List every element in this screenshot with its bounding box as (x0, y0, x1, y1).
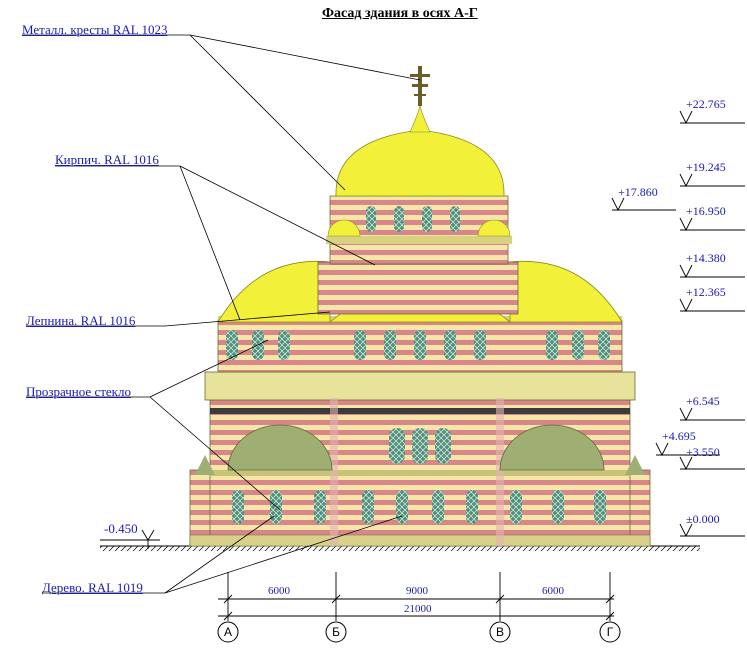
windows (226, 206, 610, 524)
callout-wood: Дерево. RAL 1019 (42, 580, 143, 595)
callout-glass: Прозрачное стекло (26, 384, 131, 399)
callout-brick: Кирпич. RAL 1016 (55, 152, 159, 167)
level-mark: +22.765 (686, 97, 726, 111)
ground-line (100, 545, 700, 551)
axis-label: Б (332, 625, 340, 639)
dimension-span: 6000 (542, 585, 564, 597)
axis-markers (217, 621, 621, 643)
drawing-title: Фасад здания в осях А-Г (322, 6, 478, 21)
level-mark: ±0.000 (686, 512, 720, 526)
level-mark: +6.545 (686, 394, 720, 408)
arcade-windows (226, 330, 610, 360)
drum-windows (366, 206, 460, 232)
top-dome (335, 66, 505, 197)
callout-metal-crosses: Металл. кресты RAL 1023 (22, 22, 168, 37)
axis-label: Г (606, 625, 614, 639)
upper-facade-windows (389, 428, 451, 464)
dimension-span: 9000 (406, 585, 428, 597)
level-mark: +3.550 (686, 445, 720, 459)
axis-label: А (223, 625, 232, 639)
level-mark-left: -0.450 (104, 521, 138, 536)
axis-label: В (495, 625, 504, 639)
dimension-lines (218, 572, 615, 621)
callout-stucco: Лепнина. RAL 1016 (26, 313, 136, 328)
level-mark: +17.860 (618, 185, 658, 199)
dimension-total: 21000 (404, 603, 432, 615)
level-markers (100, 110, 745, 549)
level-mark: +12.365 (686, 285, 726, 299)
side-domes (195, 424, 645, 475)
leader-lines (22, 34, 421, 594)
level-mark: +19.245 (686, 160, 726, 174)
central-drum (317, 195, 519, 315)
level-mark: +14.380 (686, 251, 726, 265)
level-mark: +16.950 (686, 204, 726, 218)
level-mark: +4.695 (662, 429, 696, 443)
dimension-span: 6000 (268, 585, 290, 597)
